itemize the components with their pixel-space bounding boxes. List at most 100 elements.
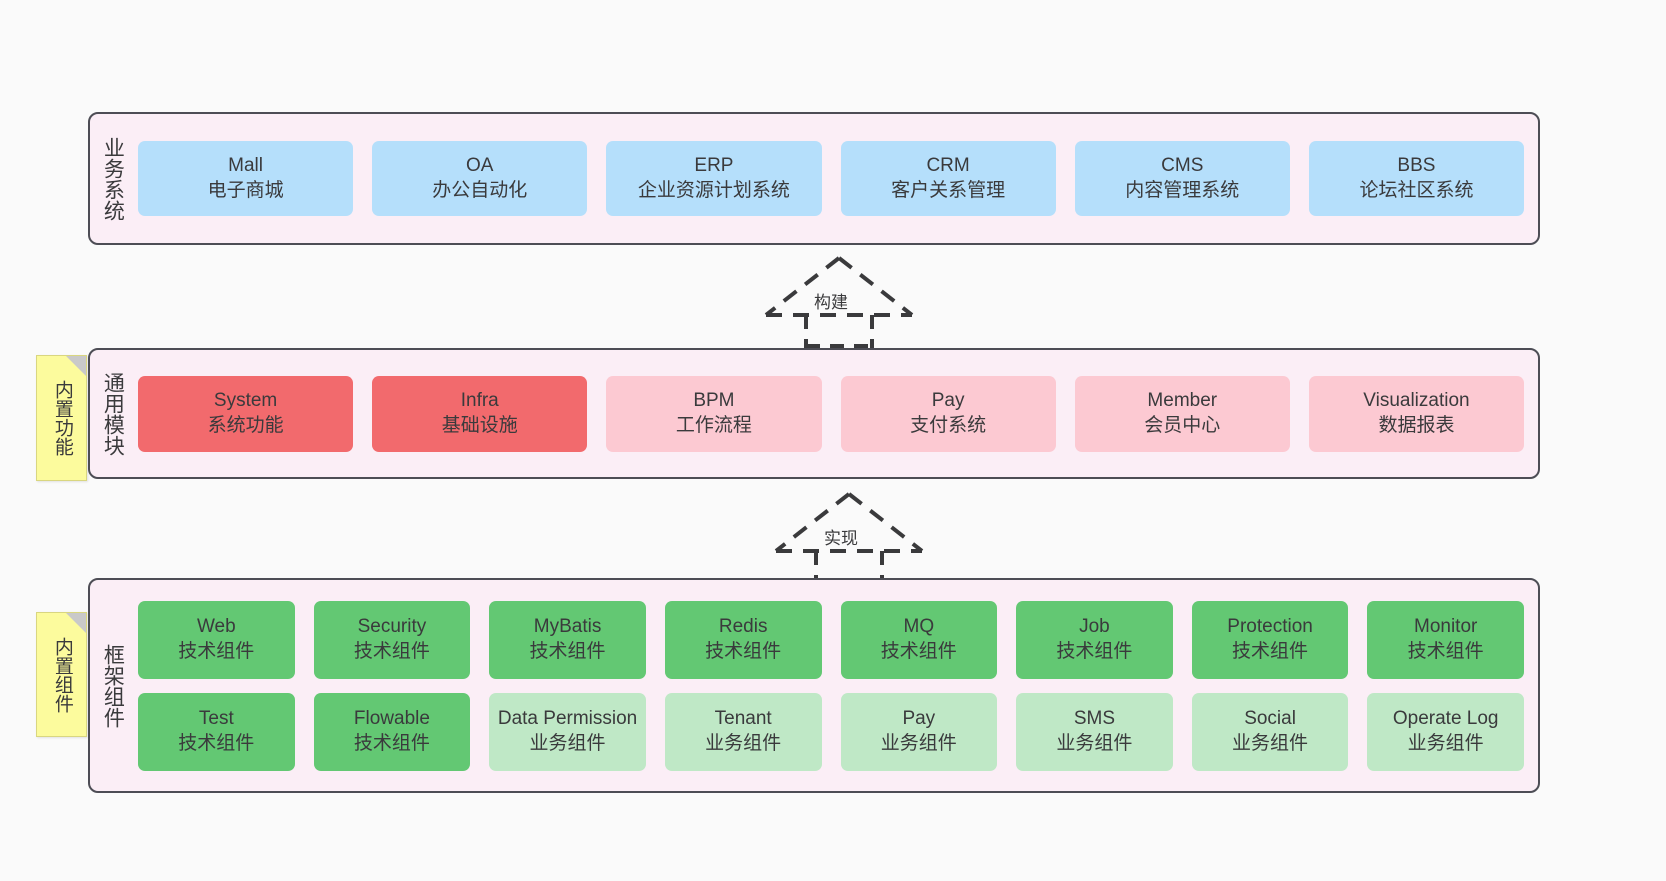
note-builtin-functions: 内置功能: [36, 355, 87, 481]
node-subtitle: 技术组件: [529, 640, 606, 662]
node-data-permission[interactable]: Data Permission 业务组件: [489, 692, 646, 771]
node-title: Member: [1147, 389, 1218, 411]
node-subtitle: 电子商城: [207, 179, 284, 201]
arrow-implement: 实现: [756, 486, 946, 586]
node-title: Job: [1079, 615, 1110, 637]
note-builtin-components: 内置组件: [36, 612, 87, 737]
node-title: Tenant: [714, 707, 772, 729]
node-title: BPM: [693, 389, 735, 411]
layer-framework-components: 框架组件 Web 技术组件 Security 技术组件 MyBatis 技术组件…: [88, 578, 1540, 793]
node-subtitle: 工作流程: [675, 414, 752, 436]
node-subtitle: 技术组件: [353, 640, 430, 662]
node-infra[interactable]: Infra 基础设施: [372, 375, 588, 452]
note-label: 内置功能: [51, 380, 73, 456]
arrow-build-label: 构建: [812, 288, 850, 313]
node-subtitle: 基础设施: [441, 414, 518, 436]
node-subtitle: 业务组件: [529, 732, 606, 754]
node-job[interactable]: Job 技术组件: [1016, 600, 1173, 679]
node-title: System: [213, 389, 278, 411]
arrow-build-icon: [764, 256, 914, 348]
node-flowable[interactable]: Flowable 技术组件: [313, 692, 471, 771]
node-subtitle: 业务组件: [705, 732, 782, 754]
layer-body-business-systems: Mall 电子商城 OA 办公自动化 ERP 企业资源计划系统 CRM 客户关系…: [134, 114, 1538, 243]
node-crm[interactable]: CRM 客户关系管理: [840, 141, 1056, 216]
layer-title-framework-components: 框架组件: [101, 643, 125, 728]
node-subtitle: 业务组件: [1407, 732, 1484, 754]
node-subtitle: 业务组件: [1232, 732, 1309, 754]
node-mall[interactable]: Mall 电子商城: [138, 141, 354, 216]
node-subtitle: 技术组件: [1407, 640, 1484, 662]
node-title: Redis: [718, 615, 768, 637]
node-subtitle: 技术组件: [880, 640, 957, 662]
note-fold-corner-icon: [66, 356, 86, 376]
node-title: CMS: [1161, 154, 1204, 176]
layer-business-systems: 业务系统 Mall 电子商城 OA 办公自动化 ERP 企业资源计划系统 CRM…: [88, 112, 1540, 245]
node-title: Flowable: [353, 707, 430, 729]
node-subtitle: 技术组件: [1232, 640, 1309, 662]
node-protection[interactable]: Protection 技术组件: [1191, 600, 1349, 679]
node-title: Mall: [228, 154, 263, 176]
node-title: MQ: [903, 615, 935, 637]
node-subtitle: 业务组件: [880, 732, 957, 754]
node-bpm[interactable]: BPM 工作流程: [606, 375, 822, 452]
node-subtitle: 技术组件: [705, 640, 782, 662]
node-system[interactable]: System 系统功能: [138, 375, 354, 452]
node-title: Test: [198, 707, 234, 729]
node-web[interactable]: Web 技术组件: [138, 600, 295, 679]
arrow-build: 构建: [744, 252, 934, 348]
node-sms[interactable]: SMS 业务组件: [1016, 692, 1173, 771]
layer-title-business-systems: 业务系统: [101, 136, 125, 221]
node-subtitle: 内容管理系统: [1125, 179, 1240, 201]
node-monitor[interactable]: Monitor 技术组件: [1367, 600, 1524, 679]
node-subtitle: 数据报表: [1378, 414, 1455, 436]
node-security[interactable]: Security 技术组件: [313, 600, 471, 679]
node-bbs[interactable]: BBS 论坛社区系统: [1308, 141, 1525, 216]
layer-body-framework-components: Web 技术组件 Security 技术组件 MyBatis 技术组件 Redi…: [134, 580, 1538, 791]
node-title: BBS: [1397, 154, 1436, 176]
node-title: CRM: [926, 154, 970, 176]
node-redis[interactable]: Redis 技术组件: [664, 600, 822, 679]
layer-row: Mall 电子商城 OA 办公自动化 ERP 企业资源计划系统 CRM 客户关系…: [138, 141, 1525, 216]
node-operate-log[interactable]: Operate Log 业务组件: [1367, 692, 1524, 771]
node-subtitle: 技术组件: [1056, 640, 1133, 662]
node-pay[interactable]: Pay 支付系统: [840, 375, 1056, 452]
node-mybatis[interactable]: MyBatis 技术组件: [489, 600, 646, 679]
node-erp[interactable]: ERP 企业资源计划系统: [606, 141, 822, 216]
node-title: Security: [357, 615, 427, 637]
node-subtitle: 论坛社区系统: [1359, 179, 1474, 201]
layer-row: Web 技术组件 Security 技术组件 MyBatis 技术组件 Redi…: [138, 600, 1524, 679]
node-oa[interactable]: OA 办公自动化: [372, 141, 588, 216]
note-label: 内置组件: [51, 636, 73, 713]
node-subtitle: 企业资源计划系统: [637, 179, 790, 201]
node-title: Social: [1244, 707, 1296, 729]
note-fold-corner-icon: [66, 613, 86, 633]
layer-row: System 系统功能 Infra 基础设施 BPM 工作流程 Pay 支付系统…: [138, 375, 1525, 452]
layer-title-common-modules: 通用模块: [101, 371, 125, 456]
node-social[interactable]: Social 业务组件: [1191, 692, 1349, 771]
node-title: Monitor: [1414, 615, 1478, 637]
node-title: Protection: [1227, 615, 1313, 637]
node-member[interactable]: Member 会员中心: [1074, 375, 1290, 452]
layer-body-common-modules: System 系统功能 Infra 基础设施 BPM 工作流程 Pay 支付系统…: [134, 350, 1538, 477]
node-title: Data Permission: [497, 707, 638, 729]
node-mq[interactable]: MQ 技术组件: [840, 600, 998, 679]
node-subtitle: 办公自动化: [432, 179, 528, 201]
layer-common-modules: 通用模块 System 系统功能 Infra 基础设施 BPM 工作流程 Pay…: [88, 348, 1540, 479]
node-title: Pay: [931, 389, 965, 411]
node-title: OA: [466, 154, 494, 176]
node-tenant[interactable]: Tenant 业务组件: [664, 692, 822, 771]
node-title: ERP: [694, 154, 734, 176]
node-visualization[interactable]: Visualization 数据报表: [1308, 375, 1525, 452]
node-subtitle: 客户关系管理: [891, 179, 1006, 201]
node-subtitle: 支付系统: [910, 414, 987, 436]
node-pay-business[interactable]: Pay 业务组件: [840, 692, 998, 771]
layer-row: Test 技术组件 Flowable 技术组件 Data Permission …: [138, 692, 1524, 771]
node-test[interactable]: Test 技术组件: [138, 692, 295, 771]
node-subtitle: 技术组件: [178, 640, 255, 662]
node-title: SMS: [1073, 707, 1116, 729]
node-cms[interactable]: CMS 内容管理系统: [1074, 141, 1290, 216]
node-subtitle: 系统功能: [207, 414, 284, 436]
node-subtitle: 业务组件: [1056, 732, 1133, 754]
node-title: MyBatis: [533, 615, 602, 637]
